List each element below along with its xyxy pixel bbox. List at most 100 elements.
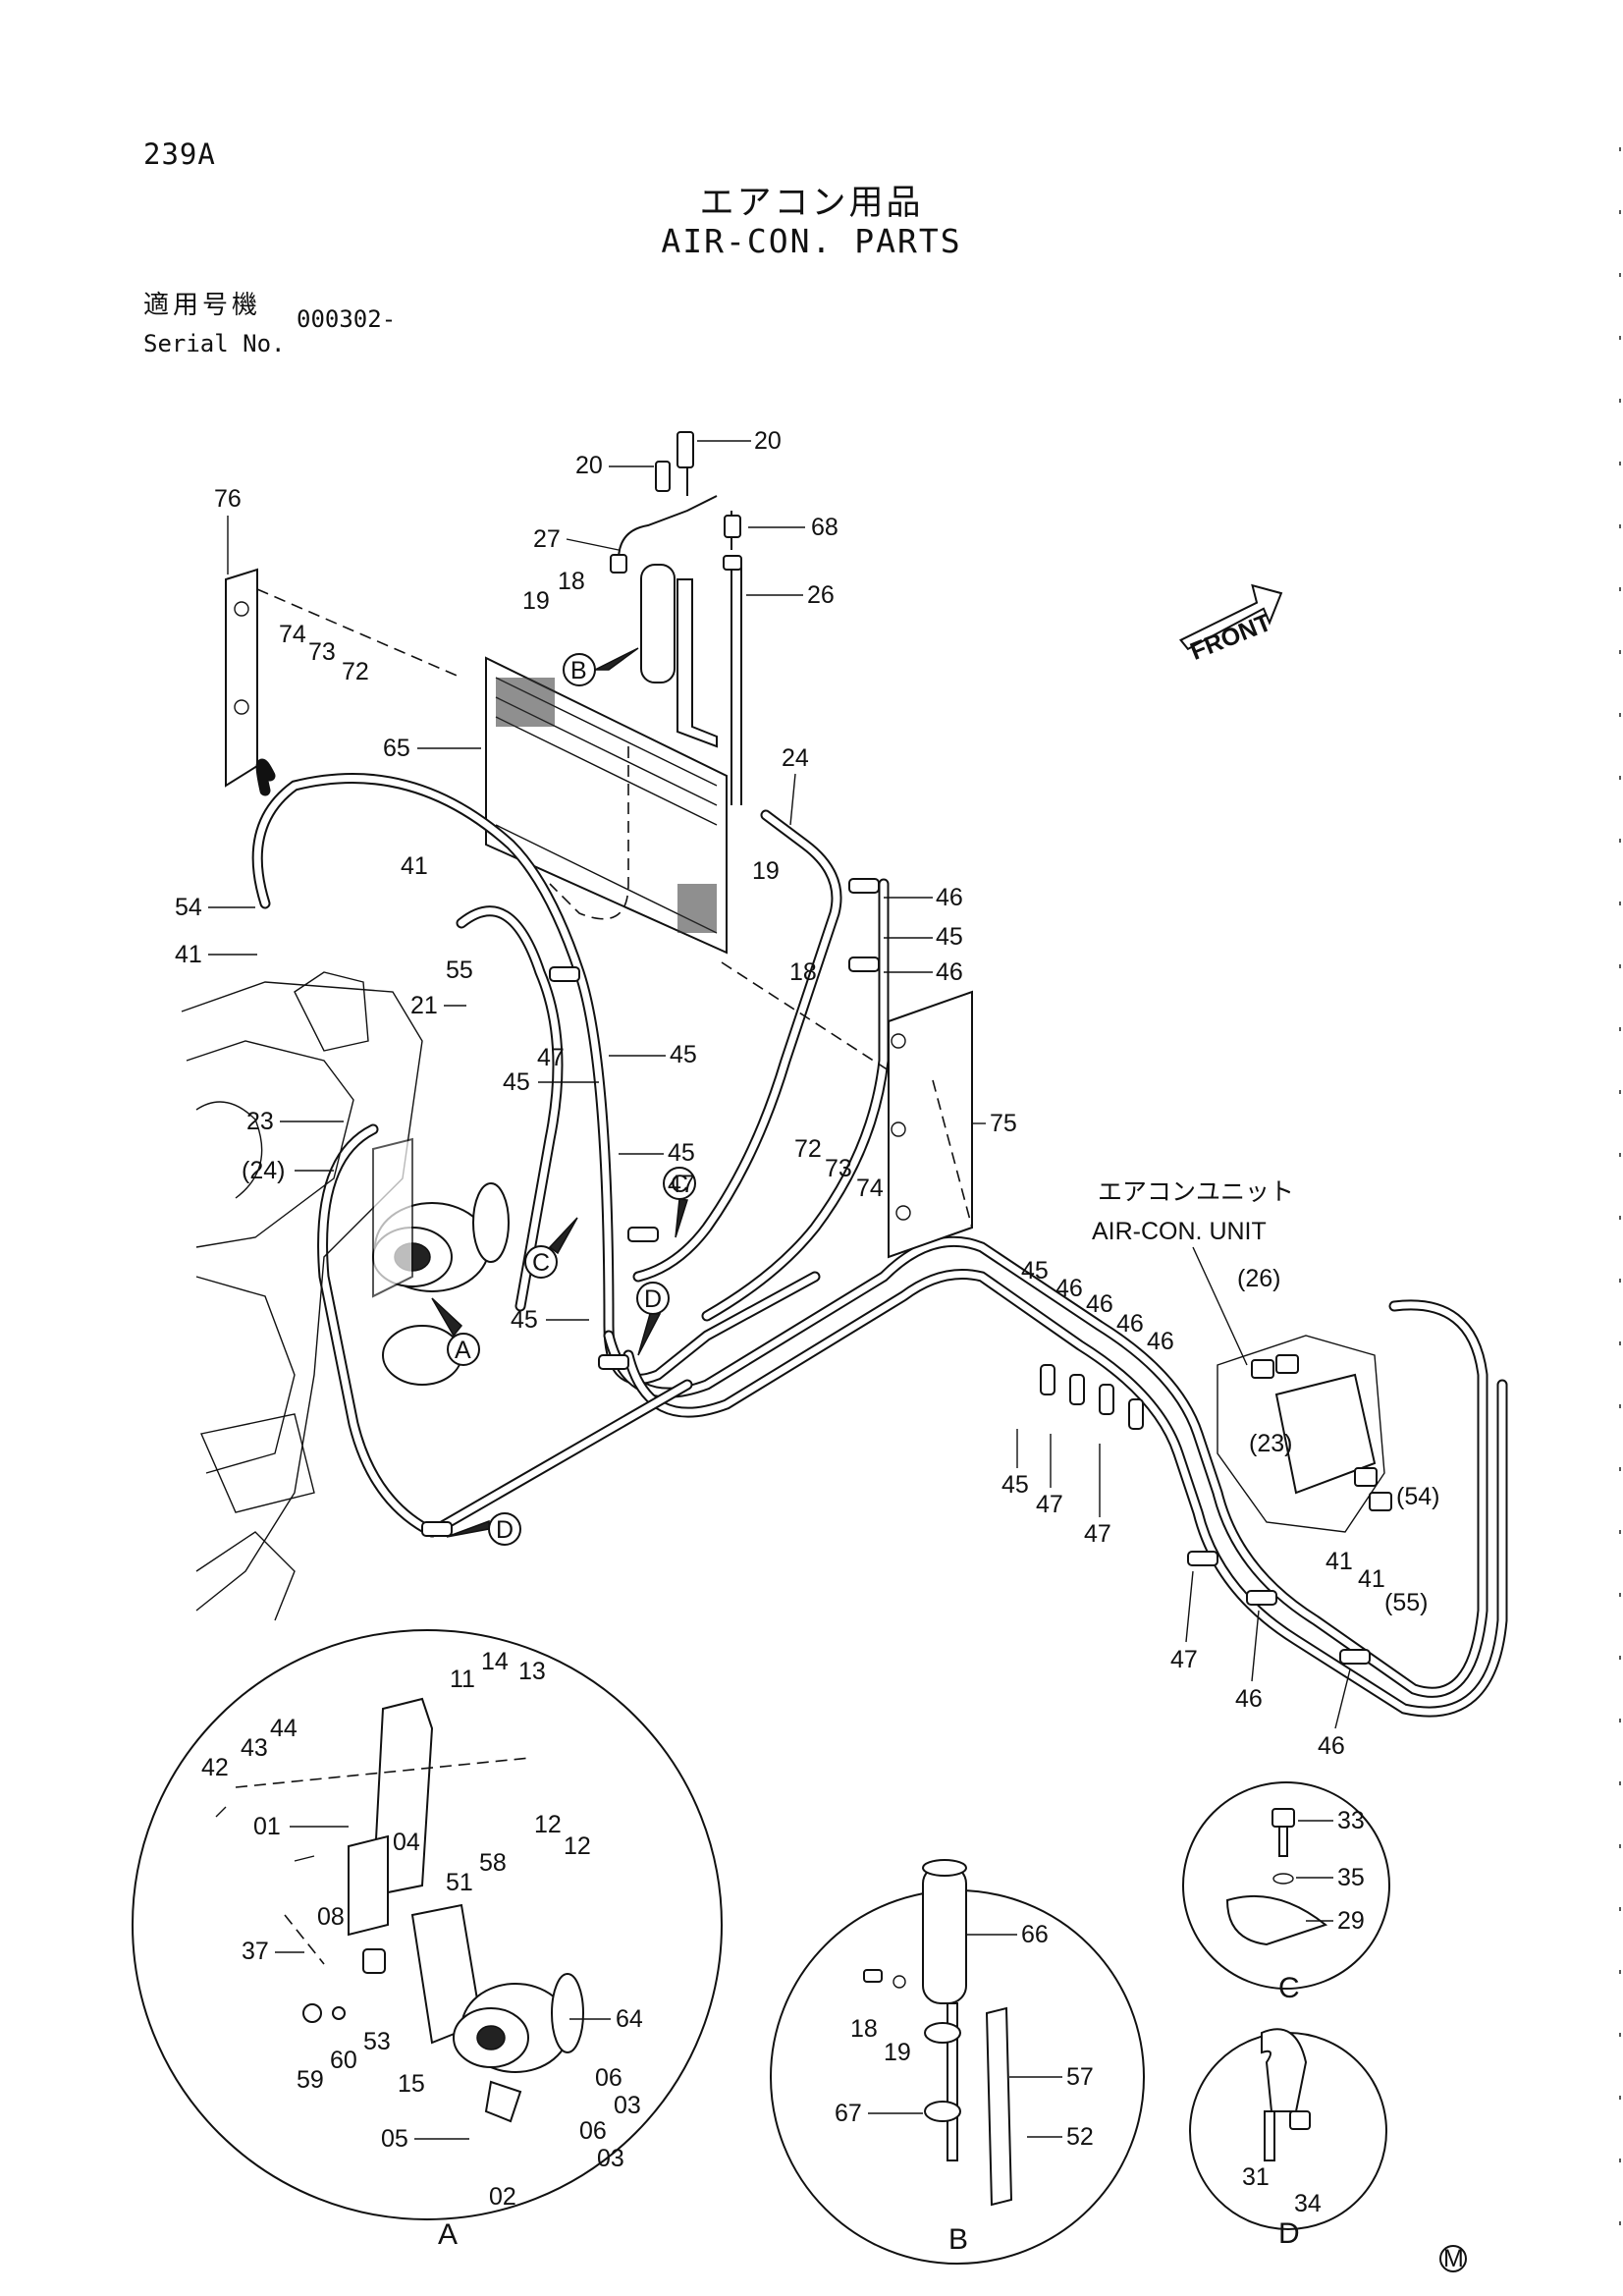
callout-34: 34: [1294, 2190, 1322, 2217]
callout-06: 06: [579, 2117, 607, 2145]
callout-46: 46: [1116, 1310, 1144, 1338]
serial-label-english: Serial No.: [143, 330, 286, 357]
callout-03: 03: [597, 2145, 624, 2172]
callout-12: 12: [564, 1832, 591, 1860]
page-title-english: AIR-CON. PARTS: [661, 222, 962, 260]
callout-19: 19: [522, 587, 550, 615]
callout-73: 73: [308, 638, 336, 666]
callout-67: 67: [835, 2100, 862, 2127]
callout-26: 26: [807, 581, 835, 609]
svg-text:C: C: [671, 1171, 688, 1198]
serial-label-japanese: 適用号機: [143, 291, 262, 320]
callout-43: 43: [241, 1734, 268, 1762]
callout-33: 33: [1337, 1807, 1365, 1834]
callout-02: 02: [489, 2183, 516, 2211]
callout-26-ref: (26): [1237, 1265, 1280, 1292]
callout-04: 04: [393, 1829, 420, 1856]
view-marker-C1: C: [524, 1217, 578, 1279]
callout-23-ref: (23): [1249, 1430, 1292, 1457]
callout-55: 55: [446, 957, 473, 984]
callout-45: 45: [503, 1068, 530, 1096]
callout-46: 46: [936, 958, 963, 986]
callout-60: 60: [330, 2047, 357, 2074]
svg-text:M: M: [1443, 2245, 1464, 2272]
callout-18: 18: [789, 958, 817, 986]
callout-05: 05: [381, 2125, 408, 2153]
detail-A-label: A: [438, 2218, 458, 2251]
callout-14: 14: [481, 1648, 509, 1675]
main-assembly-drawing: [181, 431, 1508, 1718]
callout-47: 47: [668, 1171, 695, 1198]
callout-41: 41: [1325, 1548, 1353, 1575]
callout-42: 42: [201, 1754, 229, 1781]
detail-view-D: 31 34 D: [1189, 2028, 1387, 2250]
callout-03: 03: [614, 2092, 641, 2119]
callout-13: 13: [518, 1658, 546, 1685]
aircon-unit-label-jp: エアコンユニット: [1098, 1178, 1294, 1206]
callout-41: 41: [401, 852, 428, 880]
callout-54: 54: [175, 894, 202, 921]
svg-text:D: D: [644, 1285, 662, 1313]
detail-D-label: D: [1278, 2217, 1300, 2250]
callout-41: 41: [1358, 1565, 1385, 1593]
callout-23: 23: [246, 1108, 274, 1135]
callout-45: 45: [936, 923, 963, 951]
callout-59: 59: [297, 2066, 324, 2094]
callout-08: 08: [317, 1903, 345, 1931]
callout-45: 45: [1001, 1471, 1029, 1499]
callout-21: 21: [410, 992, 438, 1019]
callout-66: 66: [1021, 1921, 1049, 1948]
front-arrow-icon: FRONT: [1179, 583, 1283, 666]
callout-46: 46: [936, 884, 963, 911]
page-title-japanese: エアコン用品: [699, 184, 924, 223]
callout-75: 75: [990, 1110, 1017, 1137]
detail-B-label: B: [948, 2223, 968, 2256]
main-callouts: 20 20 68 27 26 19 18 76 74 73 72 65 24 4…: [175, 427, 1439, 1760]
detail-view-B: 66 18 19 57 67 52 B: [770, 1859, 1145, 2265]
callout-27: 27: [533, 525, 561, 553]
callout-45: 45: [511, 1306, 538, 1334]
callout-68: 68: [811, 514, 839, 541]
callout-18: 18: [558, 568, 585, 595]
detail-view-C: 33 35 29 C: [1182, 1781, 1390, 2004]
callout-74: 74: [856, 1175, 884, 1202]
callout-74: 74: [279, 621, 306, 648]
callout-45: 45: [670, 1041, 697, 1068]
callout-44: 44: [270, 1715, 298, 1742]
svg-text:A: A: [455, 1337, 471, 1364]
callout-37: 37: [242, 1938, 269, 1965]
serial-number-value: 000302-: [297, 305, 397, 333]
callout-51: 51: [446, 1869, 473, 1896]
callout-46: 46: [1318, 1732, 1345, 1760]
svg-text:D: D: [496, 1516, 514, 1544]
callout-41: 41: [175, 941, 202, 968]
detail-view-A: 13 11 14 42 43 44 01 12 12 04 51 58 08 3…: [132, 1629, 723, 2251]
callout-47: 47: [537, 1044, 565, 1071]
callout-20: 20: [754, 427, 782, 455]
callout-47: 47: [1036, 1491, 1063, 1518]
callout-58: 58: [479, 1849, 507, 1877]
callout-20: 20: [575, 452, 603, 479]
aircon-unit-label-en: AIR-CON. UNIT: [1092, 1218, 1267, 1245]
view-marker-A: A: [431, 1297, 480, 1366]
callout-76: 76: [214, 485, 242, 513]
callout-72: 72: [342, 658, 369, 685]
callout-45: 45: [1021, 1257, 1049, 1285]
view-marker-D2: D: [446, 1512, 521, 1546]
callout-47: 47: [1170, 1646, 1198, 1673]
callout-72: 72: [794, 1135, 822, 1163]
callout-06: 06: [595, 2064, 622, 2092]
callout-65: 65: [383, 735, 410, 762]
callout-19: 19: [884, 2039, 911, 2066]
callout-64: 64: [616, 2005, 643, 2033]
callout-01: 01: [253, 1813, 281, 1840]
callout-18: 18: [850, 2015, 878, 2043]
view-marker-C2: C: [663, 1167, 696, 1238]
svg-text:B: B: [570, 657, 587, 684]
callout-35: 35: [1337, 1864, 1365, 1891]
callout-24: 24: [782, 744, 809, 772]
callout-46: 46: [1086, 1290, 1113, 1318]
callout-15: 15: [398, 2070, 425, 2098]
mark-circled-m: M: [1439, 2245, 1467, 2272]
